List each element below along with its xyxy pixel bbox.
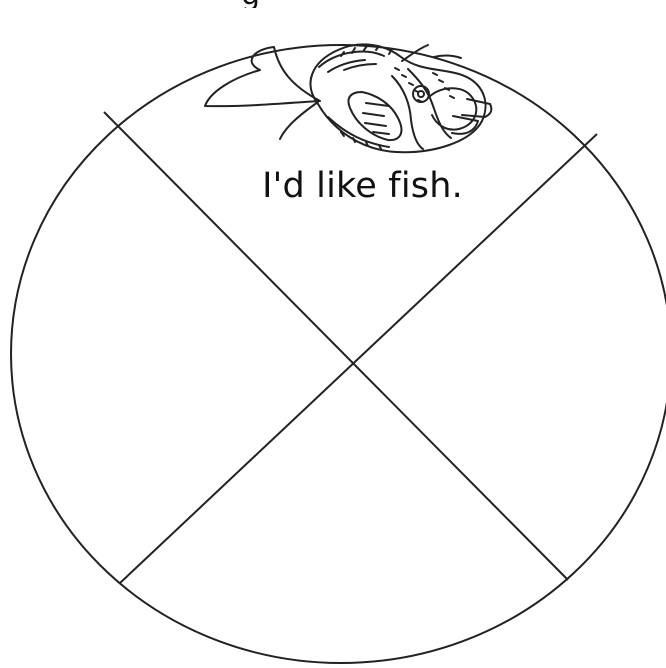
fish-caption: I'd like fish. bbox=[200, 165, 525, 207]
top-cropped-text: g bbox=[241, 0, 391, 8]
